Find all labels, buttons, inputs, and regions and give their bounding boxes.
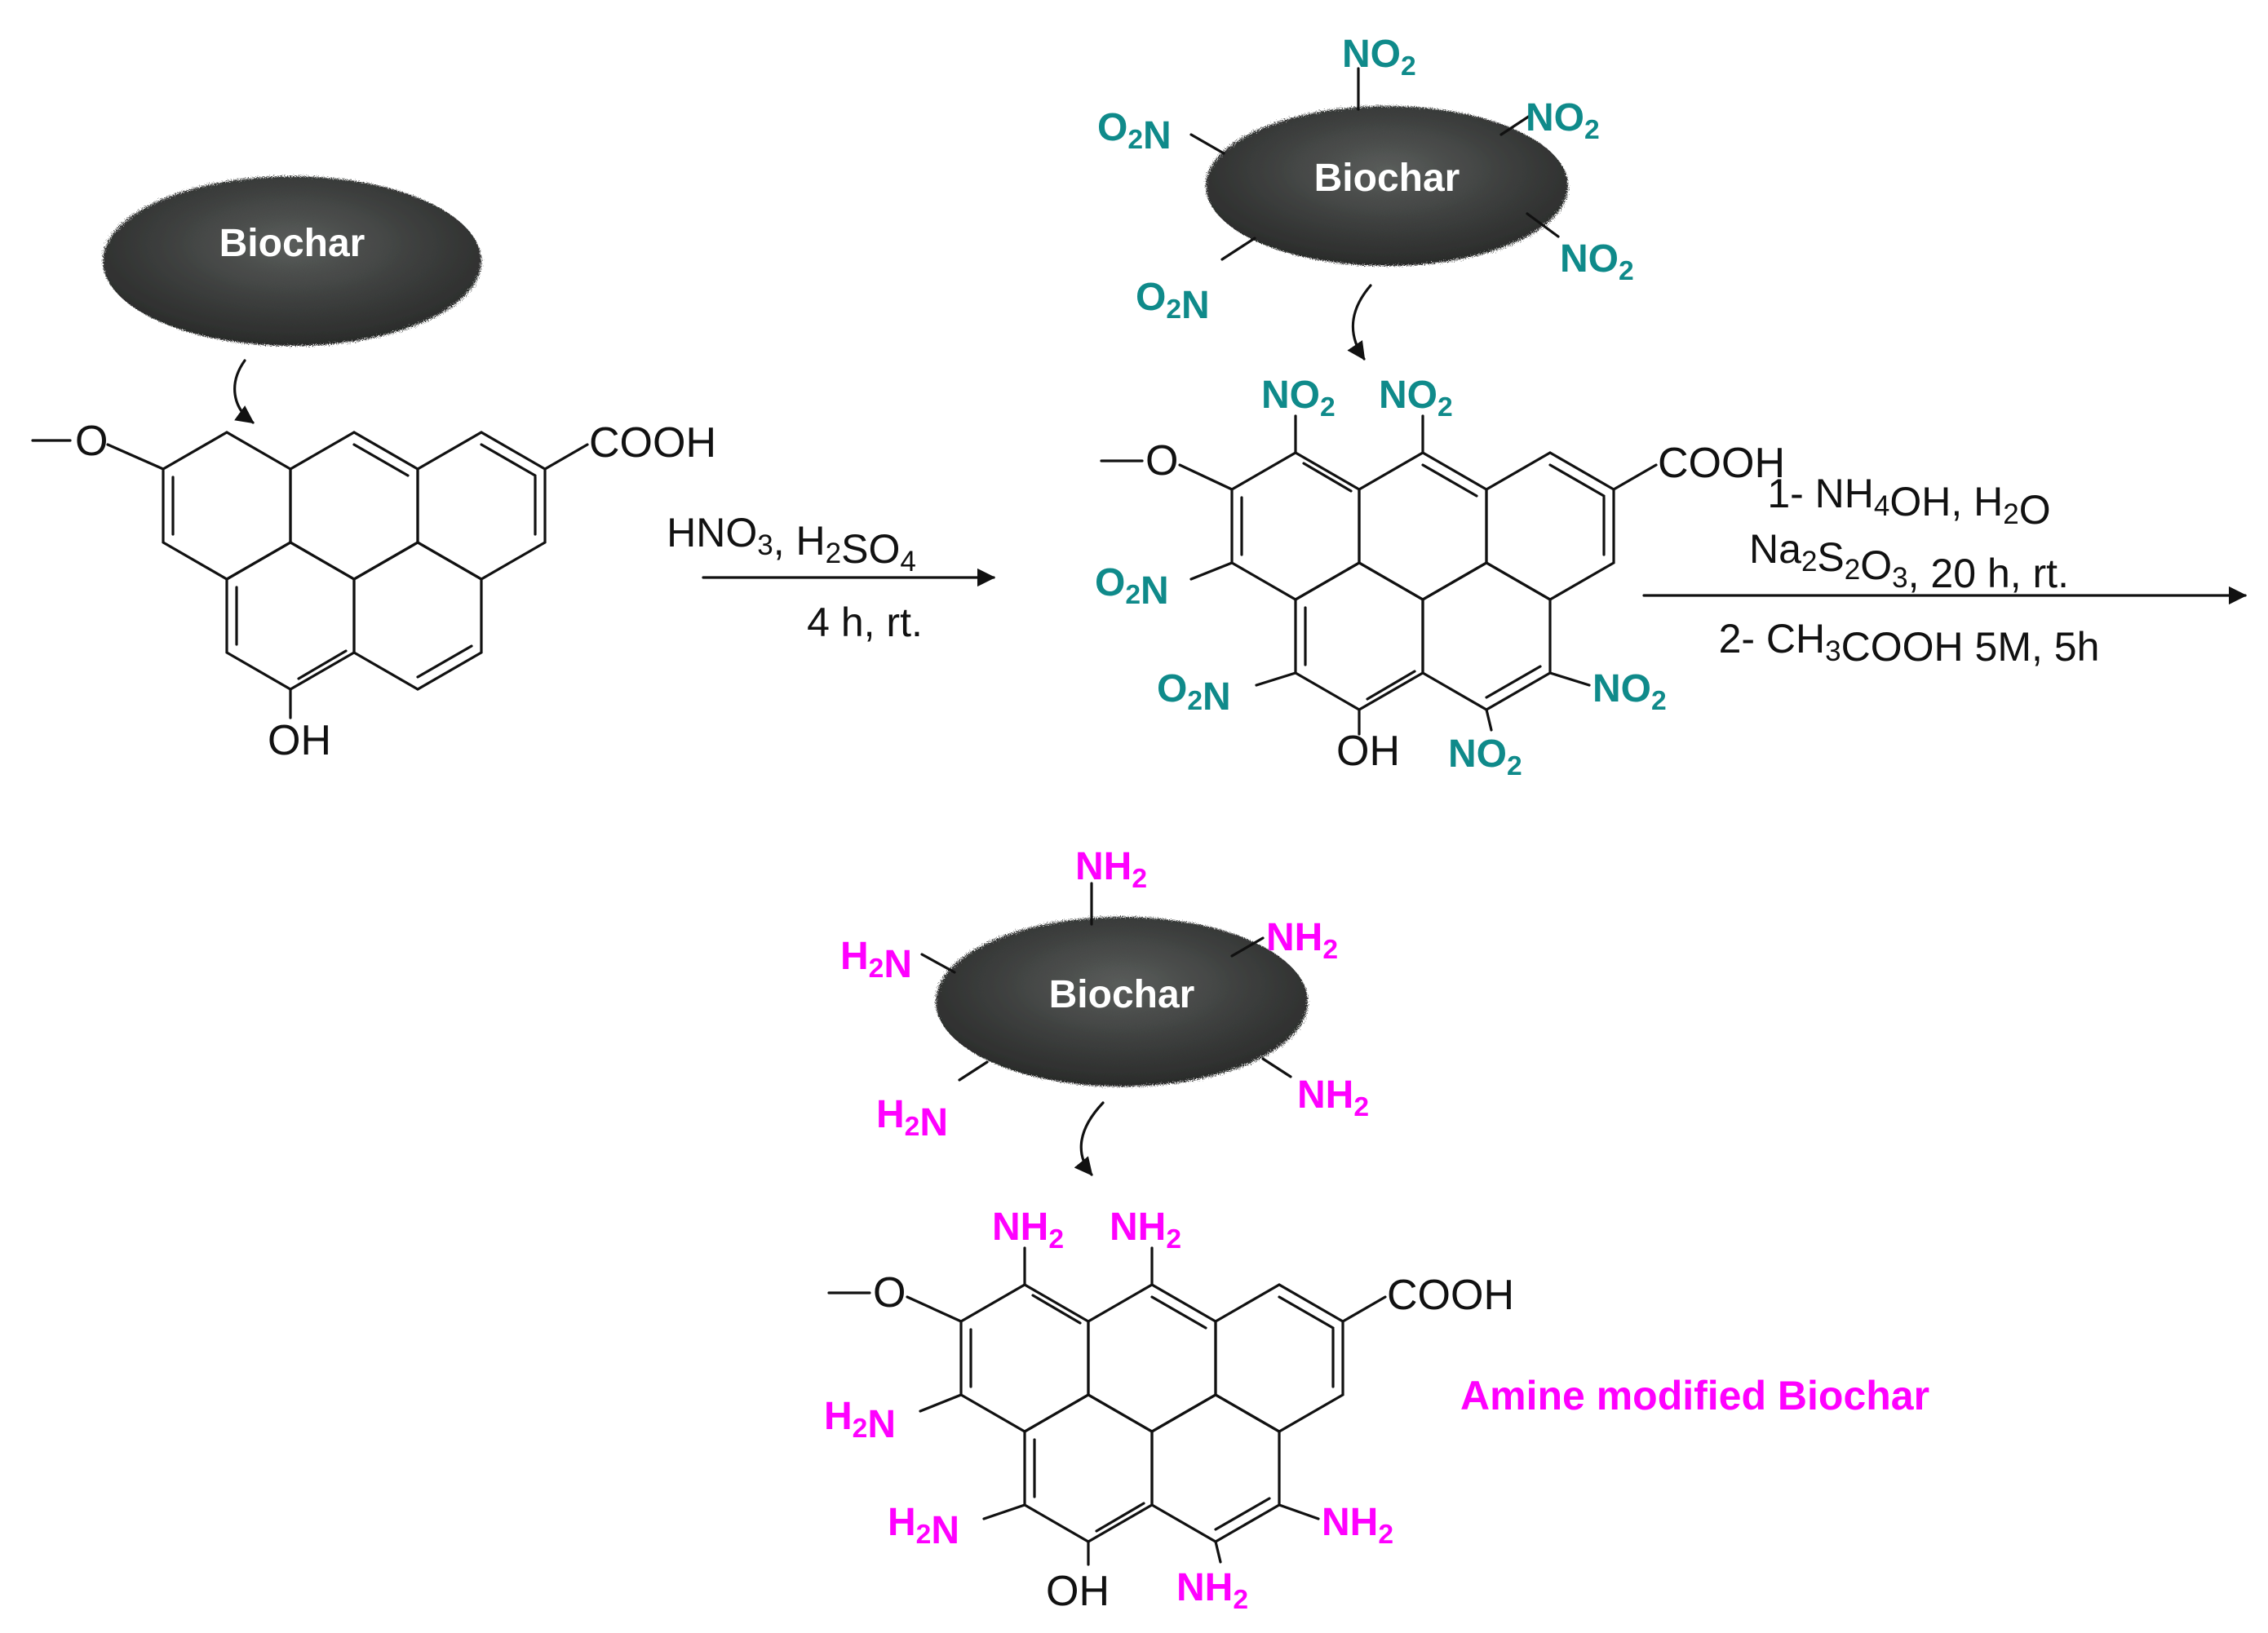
nitro-label: NO2 <box>1379 374 1453 423</box>
structure-aminated: O COOH OH NH2 NH2 H2N H2N NH2 NH2 <box>824 1206 1514 1615</box>
step1-reagents: HNO3, H2SO4 <box>667 510 916 578</box>
biochar-pile-nitrated: Biochar NO2 O2N NO2 O2N NO2 <box>1097 33 1634 327</box>
amine-label-left: H2N <box>888 1501 959 1552</box>
attach-arrow-nitrated <box>1347 284 1372 361</box>
step2-line3: 2- CH3COOH 5M, 5h <box>1719 616 2100 670</box>
nitro-label: NO2 <box>1342 33 1416 82</box>
reaction-arrow-step1: HNO3, H2SO4 4 h, rt. <box>667 510 996 645</box>
structure-start: O COOH OH <box>31 418 716 764</box>
biochar-pile-aminated: Biochar NH2 H2N NH2 H2N NH2 <box>840 845 1369 1144</box>
step1-conditions: 4 h, rt. <box>807 600 923 645</box>
step1-reagents-text: HNO3, H2SO4 <box>667 510 916 578</box>
nitro-label: NO2 <box>1526 96 1600 145</box>
nitro-label: NO2 <box>1560 237 1634 286</box>
amine-label: NH2 <box>1297 1073 1369 1122</box>
amine-label-left: H2N <box>876 1093 948 1144</box>
reaction-arrow-step2: 1- NH4OH, H2O Na2S2O3, 20 h, rt. 2- CH3C… <box>1642 471 2248 670</box>
hydroxyl-label: OH <box>268 717 331 764</box>
attach-arrow-start <box>233 359 255 424</box>
nitro-label: NO2 <box>1448 732 1522 781</box>
nitro-label-left: O2N <box>1097 106 1172 157</box>
hydroxyl-label: OH <box>1046 1568 1110 1615</box>
methoxy-o: O <box>1145 437 1178 485</box>
amine-label: NH2 <box>992 1206 1064 1255</box>
carboxyl-label: COOH <box>1658 440 1785 487</box>
attach-arrow-aminated <box>1074 1101 1105 1176</box>
carboxyl-label: COOH <box>589 419 716 467</box>
step2-line1: 1- NH4OH, H2O <box>1767 471 2050 533</box>
nitro-label-left: O2N <box>1095 561 1169 613</box>
amine-label: NH2 <box>1322 1501 1393 1550</box>
amine-label-left: H2N <box>840 935 912 986</box>
nitro-label: NO2 <box>1261 374 1336 423</box>
amine-label: NH2 <box>1176 1566 1248 1615</box>
biochar-label: Biochar <box>1049 973 1195 1016</box>
nitro-label-left: O2N <box>1157 667 1231 719</box>
methoxy-o: O <box>873 1269 906 1317</box>
amine-label-left: H2N <box>824 1395 896 1446</box>
biochar-label: Biochar <box>219 222 365 265</box>
step2-line2: Na2S2O3, 20 h, rt. <box>1749 526 2069 596</box>
nitro-label: NO2 <box>1592 667 1667 716</box>
biochar-pile-start: Biochar <box>103 176 481 346</box>
nitro-label-left: O2N <box>1136 276 1210 327</box>
biochar-label: Biochar <box>1314 157 1460 200</box>
structure-nitrated: O COOH OH NO2 NO2 O2N O2N NO2 NO2 <box>1095 374 1785 781</box>
amine-label: NH2 <box>1075 845 1147 894</box>
amine-label: NH2 <box>1110 1206 1181 1255</box>
methoxy-o: O <box>75 418 108 465</box>
carboxyl-label: COOH <box>1387 1272 1514 1319</box>
hydroxyl-label: OH <box>1336 728 1400 775</box>
product-label: Amine modified Biochar <box>1460 1373 1929 1418</box>
amine-label: NH2 <box>1266 916 1338 965</box>
